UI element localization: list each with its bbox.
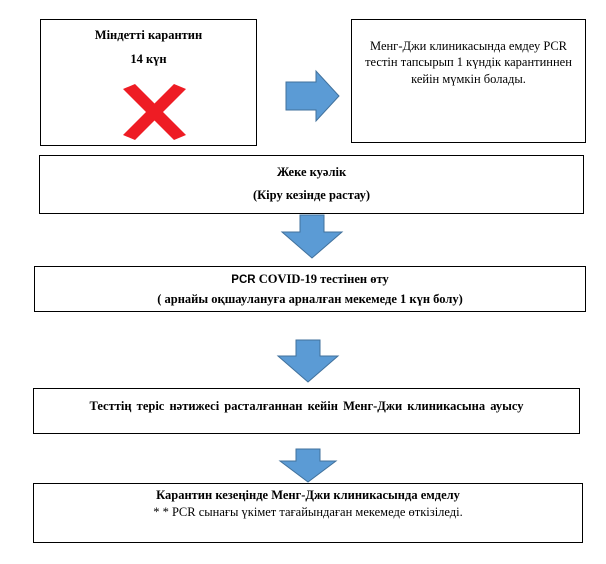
id-box: Жеке куәлік (Кіру кезінде растау) [39,155,584,214]
quarantine-duration: 14 күн [130,52,167,67]
transfer-box: Тесттің теріс нәтижесі расталғаннан кейі… [33,388,580,434]
id-title: Жеке куәлік [276,165,347,179]
pcr-title: PCR COVID-19 тестінен өту [35,270,585,289]
treatment-box: Карантин кезеңінде Менг-Джи клиникасында… [33,483,583,543]
clinic-test-text: Менг-Джи клиникасында емдеу PCR тестін т… [365,39,572,86]
treatment-title: Карантин кезеңінде Менг-Джи клиникасында… [156,488,460,502]
treatment-note: * * PCR сынағы үкімет тағайындаған мекем… [153,504,463,519]
id-subtitle: (Кіру кезінде растау) [252,188,371,203]
cross-stroke-2 [123,84,186,140]
pcr-label: PCR [231,274,256,286]
quarantine-title: Міндетті карантин [94,28,203,42]
transfer-text: Тесттің теріс нәтижесі расталғаннан кейі… [89,399,524,413]
pcr-title-rest: COVID-19 тестінен өту [255,272,389,286]
pcr-subtitle: ( арнайы оқшаулануға арналған мекемеде 1… [157,291,463,306]
clinic-test-box: Менг-Джи клиникасында емдеу PCR тестін т… [351,19,586,143]
pcr-box: PCR COVID-19 тестінен өту ( арнайы оқшау… [34,266,586,312]
